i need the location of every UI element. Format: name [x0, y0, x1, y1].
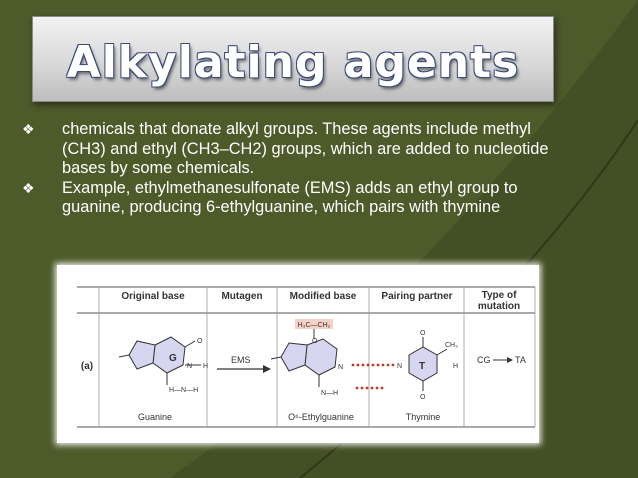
header-type-of: Type of	[482, 290, 517, 301]
title-box: Alkylating agents	[32, 16, 554, 102]
ethylguanine-n: N	[338, 364, 343, 371]
header-original-base: Original base	[121, 291, 185, 302]
mutagen-label: EMS	[231, 355, 251, 365]
mutation-from: CG	[477, 355, 491, 365]
header-pairing-partner: Pairing partner	[381, 291, 452, 302]
thymine-n: N	[397, 363, 402, 370]
thymine-h: H	[453, 363, 458, 370]
bullet-text: Example, ethylmethanesulfonate (EMS) add…	[62, 178, 518, 217]
thymine-letter: T	[419, 361, 425, 372]
header-mutagen: Mutagen	[221, 291, 262, 302]
guanine-h: H	[203, 363, 208, 370]
figure-table: Original base Mutagen Modified base Pair…	[77, 286, 536, 428]
guanine-oxygen: O	[197, 338, 203, 345]
ethylguanine-nh: N—H	[321, 390, 338, 397]
header-mutation: mutation	[478, 301, 520, 312]
guanine-n: N	[187, 363, 192, 370]
pairing-bonds	[351, 363, 395, 390]
diamond-bullet-icon: ❖	[22, 179, 35, 196]
thymine-ch3: CH₃	[445, 342, 458, 349]
bullet-text: chemicals that donate alkyl groups. Thes…	[62, 120, 549, 178]
bullet-item: ❖ chemicals that donate alkyl groups. Th…	[22, 120, 562, 179]
thymine-oxygen: O	[420, 330, 426, 337]
ethylguanine-structure	[270, 329, 338, 387]
guanine-letter: G	[169, 353, 177, 364]
guanine-structure	[118, 336, 201, 385]
slide-title: Alkylating agents	[66, 37, 520, 88]
row-label: (a)	[81, 361, 93, 372]
thymine-oxygen-bottom: O	[420, 394, 426, 401]
thymine-structure	[408, 337, 448, 391]
bullet-item: ❖ Example, ethylmethanesulfonate (EMS) a…	[22, 179, 562, 218]
mutation-figure: Original base Mutagen Modified base Pair…	[57, 265, 539, 443]
guanine-label: Guanine	[138, 412, 172, 422]
mutation-to: TA	[515, 355, 526, 365]
thymine-label: Thymine	[406, 412, 441, 422]
ethylguanine-oxygen: O	[312, 338, 318, 345]
ethyl-group-label: H₃C—CH₂	[298, 322, 331, 329]
ethylguanine-label: O⁶-Ethylguanine	[288, 412, 354, 422]
header-modified-base: Modified base	[290, 291, 357, 302]
guanine-nh2: H—N—H	[169, 387, 198, 394]
diamond-bullet-icon: ❖	[22, 121, 35, 137]
bullet-list: ❖ chemicals that donate alkyl groups. Th…	[22, 120, 562, 218]
